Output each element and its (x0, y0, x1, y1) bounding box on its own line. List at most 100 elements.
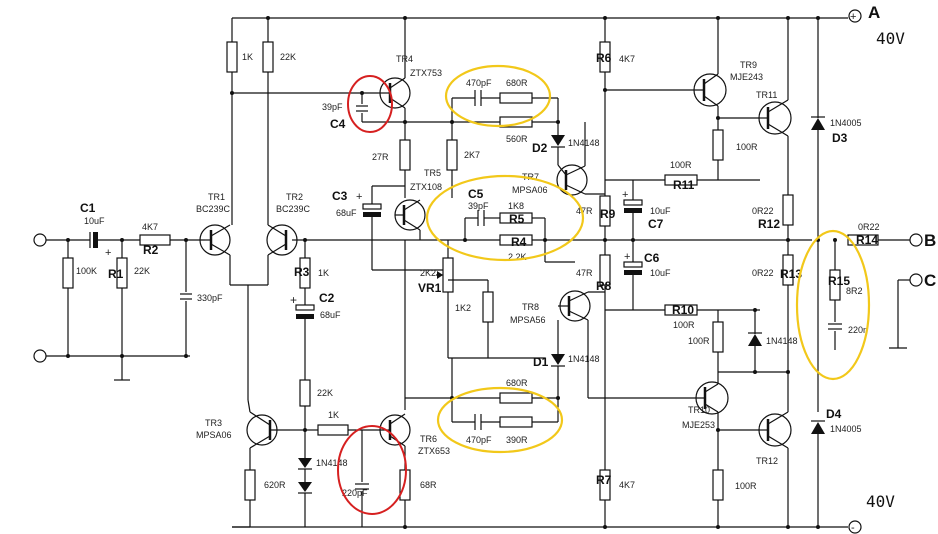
terminal-c-label: C (924, 271, 936, 290)
r-22k-low-value: 22K (317, 388, 333, 398)
tr1-transistor (199, 224, 231, 256)
highlight-zobel (795, 229, 871, 381)
r-27r-resistor (399, 139, 411, 171)
tr10-ref: TR10 (688, 405, 710, 415)
c-330-value: 330pF (197, 293, 223, 303)
c-zobel-value: 220n (848, 325, 868, 335)
bot-r2-resistor (499, 416, 533, 428)
d3-diode (811, 118, 825, 130)
r3-ref: R3 (294, 265, 310, 279)
d3-value: 1N4005 (830, 118, 862, 128)
tr5-part: ZTX108 (410, 182, 442, 192)
d1-value: 1N4148 (568, 354, 600, 364)
tr4-part: ZTX753 (410, 68, 442, 78)
tr2-part: BC239C (276, 204, 311, 214)
bottom-voltage-label: 40V (866, 492, 895, 511)
output-terminal-b (909, 233, 923, 247)
r2-value: 4K7 (142, 222, 158, 232)
r-22k-top-value: 22K (280, 52, 296, 62)
c1-value: 10uF (84, 216, 105, 226)
r-2k7-resistor (446, 139, 458, 171)
r14-value: 0R22 (858, 222, 880, 232)
r-100-mid-resistor (712, 321, 724, 353)
r-100-mid-value: 100R (688, 336, 710, 346)
d2-ref: D2 (532, 141, 548, 155)
tr1-part: BC239C (196, 204, 231, 214)
tr6-transistor (379, 414, 411, 446)
d4-ref: D4 (826, 407, 842, 421)
tr12-transistor (758, 413, 792, 447)
d-low-value: 1N4148 (316, 458, 348, 468)
d-mid-value: 1N4148 (766, 336, 798, 346)
svg-text:+: + (624, 251, 630, 263)
r-1k2-resistor (482, 291, 494, 323)
tr5-ref: TR5 (424, 168, 441, 178)
vr1-potentiometer (442, 257, 454, 293)
tr2-ref: TR2 (286, 192, 303, 202)
r13-ref: R13 (780, 267, 802, 281)
r-1k2-value: 1K2 (455, 303, 471, 313)
vr1-value: 2K2 (420, 268, 436, 278)
r-1k-top-value: 1K (242, 52, 253, 62)
r7-ref: R7 (596, 473, 612, 487)
tr1-ref: TR1 (208, 192, 225, 202)
r8-ref: R8 (596, 279, 612, 293)
tr3-ref: TR3 (205, 418, 222, 428)
terminal-a-plus (848, 9, 862, 23)
d-mid-diode (748, 334, 762, 346)
highlight-top-network (444, 64, 552, 128)
r12-value: 0R22 (752, 206, 774, 216)
r15-value: 8R2 (846, 286, 863, 296)
r-100k-resistor (62, 257, 74, 289)
input-ground-terminal (33, 349, 47, 363)
r9-value: 47R (576, 206, 593, 216)
r4-resistor (499, 234, 533, 246)
c5-ref: C5 (468, 187, 484, 201)
r-22k-top-resistor (262, 41, 274, 73)
r-620-resistor (244, 469, 256, 501)
c-220-value: 220pF (342, 488, 368, 498)
r4-value: 2.2K (508, 252, 527, 262)
r-2k7-value: 2K7 (464, 150, 480, 160)
d1-diode (551, 354, 565, 365)
tr10-part: MJE253 (682, 420, 715, 430)
r-100-top-resistor (712, 129, 724, 161)
top-voltage-label: 40V (876, 29, 905, 48)
c6-capacitor (624, 270, 642, 275)
r-620-value: 620R (264, 480, 286, 490)
bot-r1-value: 680R (506, 378, 528, 388)
c3-ref: C3 (332, 189, 348, 203)
tr11-transistor (758, 101, 792, 135)
c7-ref: C7 (648, 217, 664, 231)
vr1-ref: VR1 (418, 281, 442, 295)
r3-value: 1K (318, 268, 329, 278)
plus-symbol: + (850, 11, 856, 23)
svg-text:+: + (622, 189, 628, 201)
c1-capacitor (93, 232, 98, 248)
tr9-part: MJE243 (730, 72, 763, 82)
svg-text:+: + (105, 247, 111, 259)
c2-value: 68uF (320, 310, 341, 320)
tr3-part: MPSA06 (196, 430, 232, 440)
r6-ref: R6 (596, 51, 612, 65)
c6-value: 10uF (650, 268, 671, 278)
r12-ref: R12 (758, 217, 780, 231)
d1-ref: D1 (533, 355, 549, 369)
r-1k-top-resistor (226, 41, 238, 73)
r-100-top-value: 100R (736, 142, 758, 152)
r1-ref: R1 (108, 267, 124, 281)
r5-value: 1K8 (508, 201, 524, 211)
r-22k-low-resistor (299, 379, 311, 407)
c2-capacitor (296, 314, 314, 319)
d3-ref: D3 (832, 131, 848, 145)
r10-value: 100R (673, 320, 695, 330)
terminal-b-label: B (924, 231, 936, 250)
bot-r2-value: 390R (506, 435, 528, 445)
tr8-part: MPSA56 (510, 315, 546, 325)
r-100-bot-resistor (712, 469, 724, 501)
highlight-c-220 (337, 425, 407, 515)
d4-value: 1N4005 (830, 424, 862, 434)
c6-ref: C6 (644, 251, 660, 265)
c5-value: 39pF (468, 201, 489, 211)
